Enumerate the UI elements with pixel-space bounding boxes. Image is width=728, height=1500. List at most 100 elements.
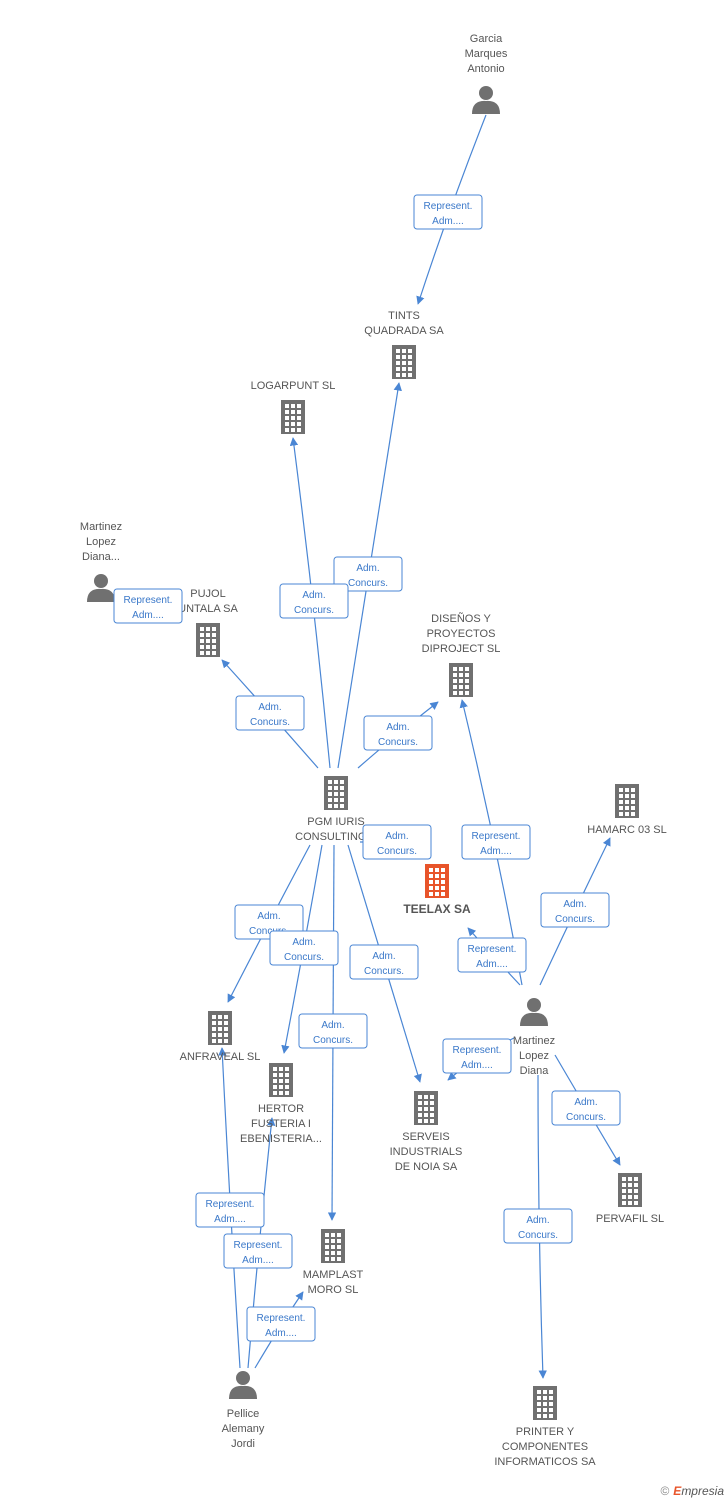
edge-role-label[interactable]: Adm.Concurs. (503, 1208, 573, 1244)
edge-role-label[interactable]: Adm.Concurs. (279, 583, 349, 619)
node-logarpunt[interactable]: LOGARPUNT SL (251, 380, 336, 434)
edge-role-text: Adm. (292, 937, 315, 948)
edge-role-text: Concurs. (284, 952, 324, 963)
building-icon (618, 1173, 642, 1207)
edge-role-box (246, 1306, 316, 1342)
edge-role-box (442, 1038, 512, 1074)
edge-role-text: Adm. (372, 951, 395, 962)
edge-role-label[interactable]: Adm.Concurs. (333, 556, 403, 592)
node-label: DIPROJECT SL (422, 643, 501, 655)
edge-role-text: Concurs. (555, 914, 595, 925)
edge-role-label[interactable]: Represent.Adm.... (457, 937, 527, 973)
edge-role-text: Adm. (574, 1097, 597, 1108)
node-label: EBENISTERIA... (240, 1133, 322, 1145)
node-label: UNTALA SA (178, 603, 238, 615)
edge-role-box (269, 930, 339, 966)
node-label: LOGARPUNT SL (251, 380, 336, 392)
copyright-icon: © (660, 1484, 670, 1498)
node-anfraveal[interactable]: ANFRAVEAL SL (180, 1011, 261, 1063)
edge-role-label[interactable]: Represent. Adm.... (195, 1192, 265, 1228)
node-label: Marques (465, 48, 508, 60)
edge-role-text: Adm. (526, 1215, 549, 1226)
building-icon (615, 784, 639, 818)
edge-role-box (333, 556, 403, 592)
node-label: PUJOL (190, 588, 225, 600)
node-label: Martinez (80, 521, 122, 533)
edge-role-text: Concurs. (364, 966, 404, 977)
node-label: PERVAFIL SL (596, 1213, 664, 1225)
edge-role-text: Represent. (124, 595, 173, 606)
node-label: Antonio (467, 63, 504, 75)
edge-role-text: Adm. (321, 1020, 344, 1031)
edge-role-label[interactable]: Adm.Concurs. (362, 824, 432, 860)
edge-role-label[interactable]: Adm.Concurs. (363, 715, 433, 751)
edge-role-label[interactable]: Represent.Adm.... (223, 1233, 293, 1269)
edge-role-label[interactable]: Represent. Adm.... (113, 588, 183, 624)
brand-initial: E (673, 1484, 682, 1498)
node-label: INFORMATICOS SA (494, 1456, 596, 1468)
edge-role-box (362, 824, 432, 860)
edge-role-text: Concurs. (378, 737, 418, 748)
edge-role-label[interactable]: Adm.Concurs. (540, 892, 610, 928)
node-label: INDUSTRIALS (390, 1146, 463, 1158)
edge-role-box (223, 1233, 293, 1269)
edge-role-text: Adm.... (432, 216, 464, 227)
person-icon (520, 998, 548, 1026)
edge-role-label[interactable]: Represent.Adm.... (442, 1038, 512, 1074)
edge-role-box (503, 1208, 573, 1244)
edge-role-text: Adm.... (214, 1214, 246, 1225)
node-label: Diana... (82, 551, 120, 563)
edge-role-text: Adm.... (480, 846, 512, 857)
edge-role-box (540, 892, 610, 928)
edge-role-box (113, 588, 183, 624)
node-teelax[interactable]: TEELAX SA (403, 864, 471, 916)
edge-role-box (195, 1192, 265, 1228)
person-icon (87, 574, 115, 602)
edge-role-box (298, 1013, 368, 1049)
building-icon (533, 1386, 557, 1420)
building-icon (269, 1063, 293, 1097)
building-icon (449, 663, 473, 697)
edge-role-text: Represent. (468, 944, 517, 955)
node-martinez1[interactable]: MartinezLopezDiana... (80, 521, 122, 602)
edge-role-text: Adm.... (132, 610, 164, 621)
edge-role-label[interactable]: Adm.Concurs. (551, 1090, 621, 1126)
edge-role-label[interactable]: Adm.Concurs. (235, 695, 305, 731)
node-label: MAMPLAST (303, 1269, 364, 1281)
node-label: TEELAX SA (403, 902, 471, 916)
node-pujol[interactable]: PUJOL UNTALA SA (178, 588, 239, 657)
edge-role-text: Concurs. (249, 926, 289, 937)
edge-role-box (461, 824, 531, 860)
edge-role-text: Adm. (356, 563, 379, 574)
node-label: TINTS (388, 310, 420, 322)
edge-role-label[interactable]: Adm.Concurs. (298, 1013, 368, 1049)
building-icon (425, 864, 449, 898)
node-pervafil[interactable]: PERVAFIL SL (596, 1173, 664, 1225)
edge-role-label[interactable]: Represent.Adm.... (246, 1306, 316, 1342)
node-label: COMPONENTES (502, 1441, 588, 1453)
edge-role-text: Represent. (206, 1199, 255, 1210)
node-label: Lopez (86, 536, 116, 548)
building-icon (324, 776, 348, 810)
edge-role-label[interactable]: Adm. Concurs. (269, 930, 339, 966)
edge-role-label[interactable]: Adm. Concurs. (349, 944, 419, 980)
building-icon (208, 1011, 232, 1045)
person-icon (472, 86, 500, 114)
edge-role-label[interactable]: Represent.Adm.... (413, 194, 483, 230)
node-label: HAMARC 03 SL (587, 824, 666, 836)
node-label: Alemany (222, 1423, 265, 1435)
edge-role-label[interactable]: Represent.Adm.... (461, 824, 531, 860)
edge-role-box (363, 715, 433, 751)
node-hamarc[interactable]: HAMARC 03 SL (587, 784, 667, 836)
node-label: Garcia (470, 33, 503, 45)
